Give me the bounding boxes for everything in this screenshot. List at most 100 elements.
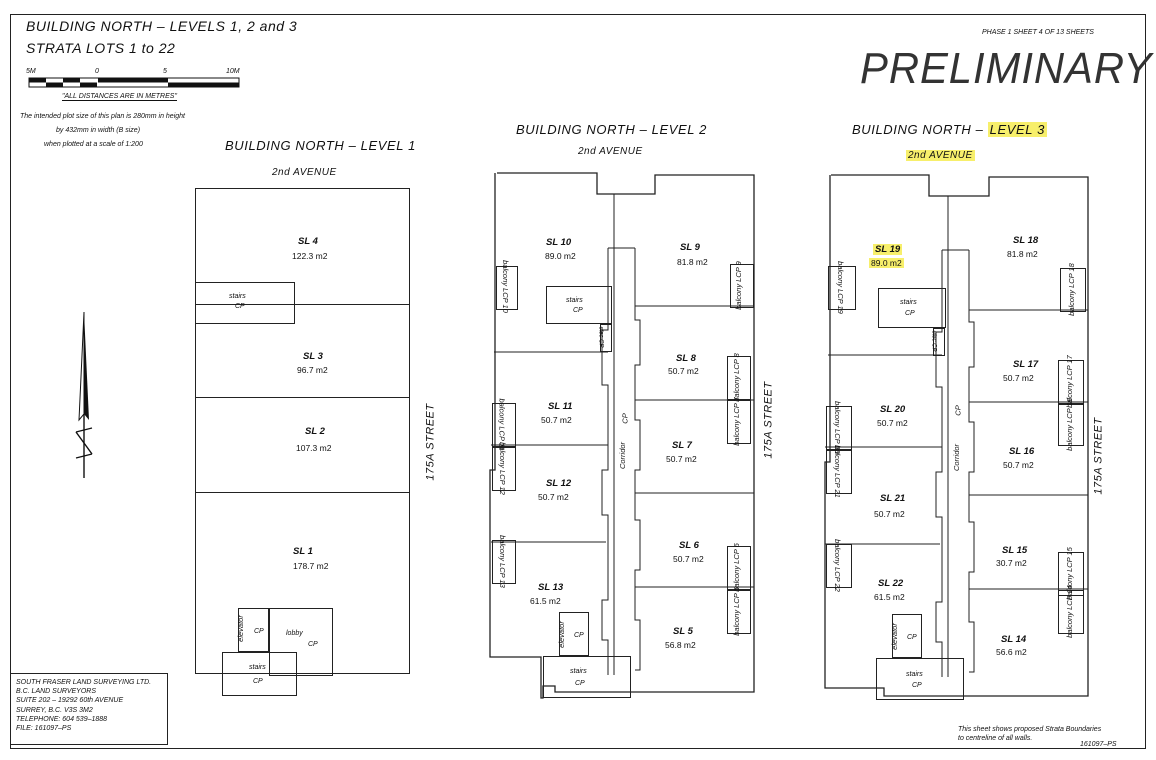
elec-label: elec CP xyxy=(597,326,604,348)
elevator-box xyxy=(559,612,589,656)
strata-lot-area: 50.7 m2 xyxy=(538,492,569,502)
strata-lot-label: SL 15 xyxy=(1002,545,1028,556)
strata-lot-label: SL 6 xyxy=(679,540,699,551)
strata-lot-area: 89.0 m2 xyxy=(869,258,904,268)
strata-lot-area: 50.7 m2 xyxy=(668,366,699,376)
level2-avenue-label: 2nd AVENUE xyxy=(578,146,643,157)
stairs-box xyxy=(546,286,612,324)
plan-sheet xyxy=(10,14,1146,749)
stairs-cp-label: CP xyxy=(253,678,263,685)
level3-title-highlight: LEVEL 3 xyxy=(987,122,1047,137)
plan-title-line1: BUILDING NORTH – LEVELS 1, 2 and 3 xyxy=(26,18,298,34)
scale-label-5: 5 xyxy=(163,68,167,75)
elec-room-box xyxy=(600,324,612,352)
strata-lot-label: SL 13 xyxy=(538,582,564,593)
lobby-box xyxy=(269,608,333,676)
strata-lot-label: SL 18 xyxy=(1013,235,1039,246)
level2-outline xyxy=(489,172,755,699)
balcony-label: balcony LCP 18 xyxy=(1066,263,1076,316)
balcony-label: balcony LCP 8 xyxy=(731,353,741,402)
balcony-box xyxy=(492,447,516,491)
balcony-box xyxy=(492,540,516,584)
balcony-label: balcony LCP 5 xyxy=(731,587,741,636)
plot-note-1: The intended plot size of this plan is 2… xyxy=(20,113,185,120)
balcony-box xyxy=(1058,552,1084,596)
strata-lot-area: 61.5 m2 xyxy=(530,596,561,606)
level3-title-prefix: BUILDING NORTH – xyxy=(852,122,988,137)
balcony-label: balcony LCP 21 xyxy=(832,445,842,498)
balcony-box xyxy=(826,544,852,588)
elevator-box xyxy=(238,608,269,652)
strata-lot-label: SL 4 xyxy=(298,236,318,247)
level1-title: BUILDING NORTH – LEVEL 1 xyxy=(225,138,416,153)
stairs-label: stairs xyxy=(229,293,246,300)
stairs-label: stairs xyxy=(566,297,583,304)
balcony-box xyxy=(1058,590,1084,634)
level1-street-label: 175A STREET xyxy=(424,403,437,481)
level2-title: BUILDING NORTH – LEVEL 2 xyxy=(516,122,707,137)
strata-lot-area: 50.7 m2 xyxy=(877,418,908,428)
level1-divider xyxy=(195,304,410,305)
balcony-box xyxy=(727,546,751,590)
balcony-label: balcony LCP 13 xyxy=(497,535,507,588)
level3-outline xyxy=(824,174,1089,697)
balcony-label: balcony LCP 6 xyxy=(731,543,741,592)
strata-lot-label: SL 17 xyxy=(1013,359,1039,370)
strata-lot-area: 107.3 m2 xyxy=(296,443,332,453)
corridor-cp-label: CP xyxy=(620,413,630,424)
balcony-box xyxy=(727,590,751,634)
strata-lot-label: SL 22 xyxy=(878,578,904,589)
elec-room-box xyxy=(933,328,945,356)
balcony-label: balcony LCP 9 xyxy=(733,261,743,310)
balcony-box xyxy=(730,264,754,308)
strata-lot-area: 96.7 m2 xyxy=(297,365,328,375)
balcony-box xyxy=(492,403,516,447)
balcony-label: balcony LCP 16 xyxy=(1064,398,1074,451)
scale-label-10m: 10M xyxy=(226,68,240,75)
elevator-cp-label: CP xyxy=(254,628,264,635)
strata-lot-area: 81.8 m2 xyxy=(677,257,708,267)
balcony-label: balcony LCP 10 xyxy=(500,260,510,313)
file-number: 161097–PS xyxy=(1080,741,1117,748)
lobby-cp-label: CP xyxy=(308,641,318,648)
stairs-cp-label: CP xyxy=(573,307,583,314)
balcony-label: balcony LCP 19 xyxy=(835,261,845,314)
preliminary-stamp: PRELIMINARY xyxy=(860,44,1153,93)
boundary-note-line1: This sheet shows proposed Strata Boundar… xyxy=(958,726,1102,733)
elevator-cp-label: CP xyxy=(907,634,917,641)
balcony-box xyxy=(826,450,852,494)
surveyor-line: B.C. LAND SURVEYORS xyxy=(16,688,97,696)
strata-lot-label: SL 10 xyxy=(546,237,572,248)
stairs-box xyxy=(543,656,631,698)
balcony-box xyxy=(828,266,856,310)
strata-lot-label: SL 3 xyxy=(303,351,323,362)
strata-lot-label: SL 11 xyxy=(548,401,573,412)
strata-lot-label: SL 19 xyxy=(873,244,903,255)
scale-bar xyxy=(28,77,240,88)
level3-title: BUILDING NORTH – LEVEL 3 xyxy=(852,122,1047,137)
surveyor-line: SUITE 202 – 19292 60th AVENUE xyxy=(16,697,124,705)
elevator-cp-label: CP xyxy=(574,632,584,639)
north-arrow-icon xyxy=(75,311,93,478)
strata-lot-label: SL 21 xyxy=(880,493,906,504)
balcony-box xyxy=(727,356,751,400)
strata-lot-label: SL 16 xyxy=(1009,446,1035,457)
corridor-label: Corridor xyxy=(618,441,628,470)
surveyor-line: FILE: 161097–PS xyxy=(16,725,72,733)
stairs-cp-label: CP xyxy=(905,310,915,317)
corridor-label: Corridor xyxy=(952,443,962,472)
balcony-label: balcony LCP 14 xyxy=(1064,585,1074,638)
plot-note-3: when plotted at a scale of 1:200 xyxy=(44,141,143,148)
stairs-cp-label: CP xyxy=(575,680,585,687)
level1-avenue-label: 2nd AVENUE xyxy=(272,167,337,178)
level1-divider xyxy=(195,397,410,398)
level2-street-label: 175A STREET xyxy=(762,381,775,459)
strata-lot-area: 81.8 m2 xyxy=(1007,249,1038,259)
units-note: "ALL DISTANCES ARE IN METRES" xyxy=(62,93,177,101)
strata-lot-area: 50.7 m2 xyxy=(874,509,905,519)
scale-label-0: 0 xyxy=(95,68,99,75)
corridor-cp-label: CP xyxy=(953,405,963,416)
sheet-number: PHASE 1 SHEET 4 OF 13 SHEETS xyxy=(982,29,1094,36)
strata-lot-label: SL 20 xyxy=(880,404,906,415)
balcony-box xyxy=(727,400,751,444)
